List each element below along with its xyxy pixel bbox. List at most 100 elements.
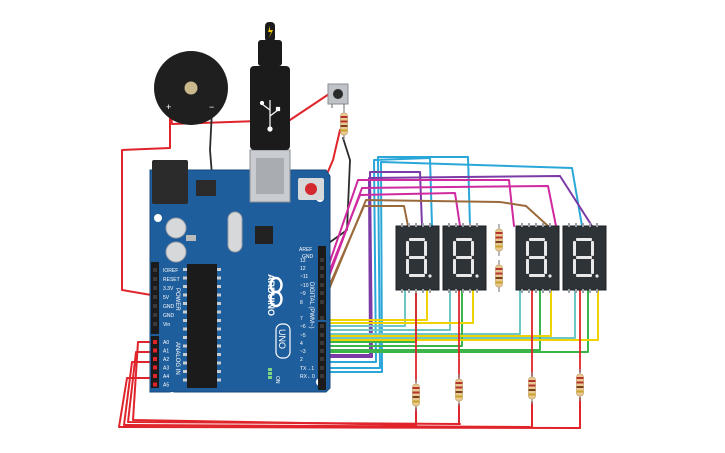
wire-teal <box>317 289 406 327</box>
wire-purple <box>317 175 593 356</box>
usb-cable <box>250 22 290 150</box>
power-pin-label: GND <box>163 313 175 319</box>
analog-pin-socket <box>153 357 157 361</box>
wire-magenta <box>317 185 557 307</box>
digital-pin-socket <box>320 266 324 270</box>
digital-pin-socket <box>320 258 324 262</box>
wire-yellow <box>317 289 474 324</box>
seven-segment-display <box>442 223 487 293</box>
display-digit-segments <box>453 238 479 278</box>
piezo-buzzer: + − <box>154 51 228 125</box>
wire-brown <box>317 199 549 317</box>
analog-pin-socket <box>153 340 157 344</box>
analog-header <box>151 336 159 388</box>
seven-segment-display <box>515 223 560 293</box>
digital-pin-label: RX←0 <box>300 374 315 380</box>
digital-pin-label: ~6 <box>300 324 306 330</box>
power-pin-label: RESET <box>163 277 180 283</box>
digital-pin-label: 7 <box>300 316 303 322</box>
wire-yellow <box>317 289 428 321</box>
atmega-chip <box>187 264 217 388</box>
digital-pin-socket <box>320 274 324 278</box>
power-pin-label: 5V <box>163 295 170 301</box>
digital-pin-label: ~10 <box>300 283 309 289</box>
wire-purple <box>317 171 423 358</box>
crystal <box>227 211 243 253</box>
digital-pin-socket <box>320 324 324 328</box>
seven-segment-display <box>562 223 607 293</box>
digital-pin-label: ~11 <box>300 274 308 280</box>
wire-light-blue <box>317 161 583 373</box>
digital-pin-socket <box>320 366 324 370</box>
buzzer-minus-label: − <box>209 102 214 112</box>
power-header-label: POWER <box>174 288 180 311</box>
analog-pin-label: A2 <box>163 357 169 363</box>
analog-header-label: ANALOG IN <box>174 342 180 375</box>
analog-pin-label: A1 <box>163 349 169 355</box>
power-pin-socket <box>153 277 157 281</box>
led-tx <box>268 372 272 375</box>
mount-hole <box>168 392 176 400</box>
digital-pin-socket <box>320 374 324 378</box>
wires <box>118 91 599 429</box>
uno-label: UNO <box>277 329 287 349</box>
digital-header-label: DIGITAL (PWM~) <box>308 282 314 329</box>
aref-label: AREF <box>299 247 312 253</box>
resistor <box>495 224 503 256</box>
display-digit-segments <box>406 238 432 278</box>
wire-green <box>317 289 463 347</box>
wire-red <box>121 117 171 297</box>
usb-chip <box>255 226 273 244</box>
digital-header-bottom <box>318 322 326 390</box>
capacitor <box>165 241 187 263</box>
resistor <box>340 108 348 140</box>
digital-pin-label: ~3 <box>300 349 306 355</box>
resistor <box>528 372 536 404</box>
dc-power-jack <box>152 160 188 204</box>
display-digit-segments <box>526 238 552 278</box>
digital-pin-socket <box>320 349 324 353</box>
on-led-label: ON <box>274 376 280 384</box>
digital-pin-socket <box>320 291 324 295</box>
wire-yellow <box>317 289 599 341</box>
buzzer-plus-label: + <box>166 102 171 112</box>
resistor <box>495 260 503 292</box>
power-pin-socket <box>153 322 157 326</box>
wire-teal <box>317 289 451 331</box>
resistor <box>576 369 584 401</box>
mount-hole <box>154 214 162 222</box>
pushbutton <box>327 83 349 108</box>
voltage-regulator <box>196 180 216 196</box>
analog-pin-label: A3 <box>163 366 169 372</box>
wire-green <box>317 289 541 351</box>
analog-pin-label: A0 <box>163 340 169 346</box>
digital-pin-label: 4 <box>300 341 303 347</box>
power-pin-socket <box>153 304 157 308</box>
digital-pin-socket <box>320 341 324 345</box>
digital-pin-label: TX→1 <box>300 366 314 372</box>
wire-red <box>118 377 581 429</box>
wire-green <box>317 289 589 353</box>
digital-pin-label: 13 <box>300 258 306 264</box>
wire-teal <box>317 289 521 335</box>
digital-pin-socket <box>320 316 324 320</box>
analog-pin-socket <box>153 348 157 353</box>
resistor <box>455 374 463 406</box>
digital-pin-socket <box>320 357 324 361</box>
digital-pin-label: 8 <box>300 300 303 306</box>
usb-icon <box>259 100 281 132</box>
analog-pin-socket <box>153 382 157 387</box>
power-pin-socket <box>153 295 157 299</box>
power-pin-label: IOREF <box>163 268 178 274</box>
analog-pin-label: A5 <box>163 383 169 389</box>
arduino-logo <box>269 276 283 308</box>
digital-pin-label: 2 <box>300 357 303 363</box>
seven-segment-display <box>395 223 440 293</box>
digital-pin-label: 12 <box>300 266 306 272</box>
wire-yellow <box>317 289 552 337</box>
analog-pin-socket <box>153 365 157 370</box>
led-rx <box>268 376 272 379</box>
resistor <box>412 379 420 411</box>
uno-badge-frame <box>275 323 291 359</box>
